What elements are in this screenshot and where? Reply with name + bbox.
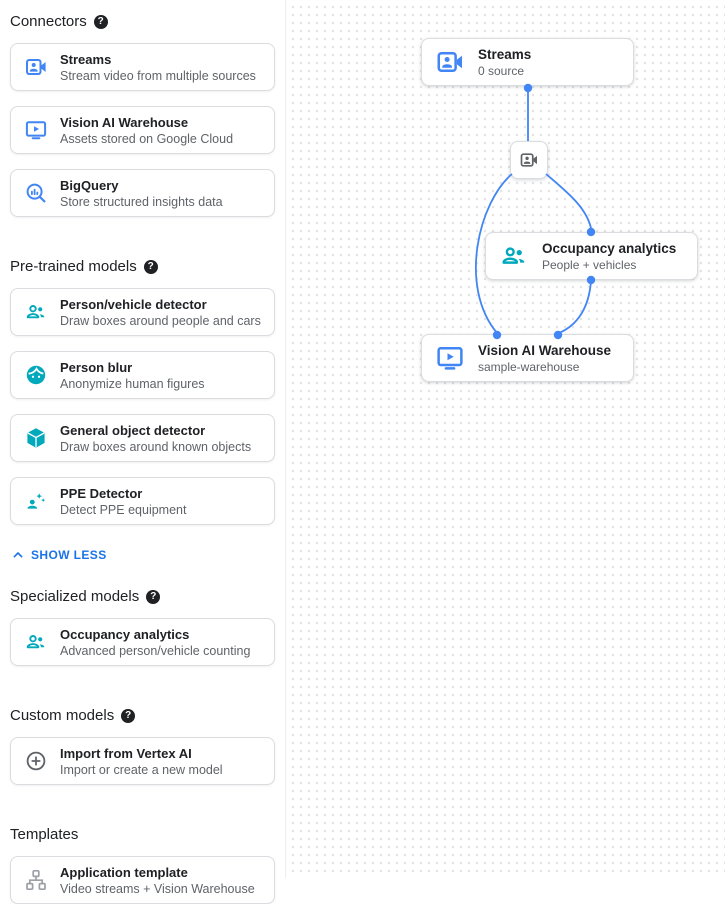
canvas-node-camera-source[interactable] xyxy=(510,141,548,179)
model-card-person-vehicle-detector[interactable]: Person/vehicle detector Draw boxes aroun… xyxy=(10,288,275,336)
show-less-label: SHOW LESS xyxy=(31,548,107,562)
add-circle-icon xyxy=(24,749,48,773)
help-icon[interactable] xyxy=(93,14,108,29)
help-icon[interactable] xyxy=(143,259,158,274)
bigquery-search-icon xyxy=(24,181,48,205)
card-title: Streams xyxy=(60,51,112,67)
component-sidebar: Connectors Streams Stream video from mul… xyxy=(0,0,285,904)
help-icon[interactable] xyxy=(121,708,136,723)
edge-camera-to-occupancy xyxy=(545,173,592,229)
help-icon[interactable] xyxy=(146,589,161,604)
node-subtitle: 0 source xyxy=(478,63,525,78)
pipeline-canvas[interactable]: Streams 0 source Occupancy analytics Peo… xyxy=(285,0,725,878)
model-card-person-blur[interactable]: Person blur Anonymize human figures xyxy=(10,351,275,399)
face-icon xyxy=(24,363,48,387)
card-title: PPE Detector xyxy=(60,485,143,501)
card-desc: Draw boxes around people and cars xyxy=(60,313,261,328)
card-title: Application template xyxy=(60,864,188,880)
canvas-node-vision-ai-warehouse[interactable]: Vision AI Warehouse sample-warehouse xyxy=(421,334,634,382)
card-title: General object detector xyxy=(60,422,206,438)
template-card-application-template[interactable]: Application template Video streams + Vis… xyxy=(10,856,275,904)
card-desc: Detect PPE equipment xyxy=(60,502,187,517)
chevron-up-icon xyxy=(13,552,23,558)
node-title: Streams xyxy=(478,46,532,62)
canvas-node-streams[interactable]: Streams 0 source xyxy=(421,38,634,86)
section-header-pretrained-models: Pre-trained models xyxy=(10,232,275,275)
connector-card-warehouse[interactable]: Vision AI Warehouse Assets stored on Goo… xyxy=(10,106,275,154)
cube-icon xyxy=(24,426,48,450)
model-card-general-object-detector[interactable]: General object detector Draw boxes aroun… xyxy=(10,414,275,462)
section-header-specialized-models: Specialized models xyxy=(10,563,275,605)
smart-display-icon xyxy=(24,118,48,142)
node-title: Occupancy analytics xyxy=(542,240,677,256)
video-camera-icon xyxy=(435,47,465,77)
card-desc: Store structured insights data xyxy=(60,194,223,209)
edge-occupancy-to-warehouse xyxy=(558,280,592,334)
node-subtitle: sample-warehouse xyxy=(478,359,580,374)
section-title: Connectors xyxy=(10,13,87,30)
card-title: Import from Vertex AI xyxy=(60,745,192,761)
connector-card-streams[interactable]: Streams Stream video from multiple sourc… xyxy=(10,43,275,91)
pipeline-edges xyxy=(475,83,596,340)
video-camera-icon xyxy=(24,55,48,79)
card-desc: Video streams + Vision Warehouse xyxy=(60,881,255,896)
app-tree-icon xyxy=(24,868,48,892)
model-card-import-vertex-ai[interactable]: Import from Vertex AI Import or create a… xyxy=(10,737,275,785)
card-title: BigQuery xyxy=(60,177,119,193)
smart-display-icon xyxy=(435,343,465,373)
card-desc: Assets stored on Google Cloud xyxy=(60,131,234,146)
card-desc: Stream video from multiple sources xyxy=(60,68,256,83)
card-desc: Import or create a new model xyxy=(60,762,223,777)
section-title: Specialized models xyxy=(10,588,140,605)
card-desc: Anonymize human figures xyxy=(60,376,205,391)
section-header-templates: Templates xyxy=(10,800,275,843)
node-subtitle: People + vehicles xyxy=(542,257,637,272)
model-card-ppe-detector[interactable]: PPE Detector Detect PPE equipment xyxy=(10,477,275,525)
people-icon xyxy=(24,300,48,324)
card-desc: Advanced person/vehicle counting xyxy=(60,643,251,658)
node-title: Vision AI Warehouse xyxy=(478,342,612,358)
card-title: Person blur xyxy=(60,359,133,375)
section-title: Templates xyxy=(10,826,79,843)
section-title: Custom models xyxy=(10,707,115,724)
people-icon xyxy=(24,630,48,654)
section-header-connectors: Connectors xyxy=(10,0,275,30)
canvas-node-occupancy-analytics[interactable]: Occupancy analytics People + vehicles xyxy=(485,232,698,280)
video-camera-icon xyxy=(520,153,537,167)
card-desc: Draw boxes around known objects xyxy=(60,439,252,454)
section-header-custom-models: Custom models xyxy=(10,681,275,724)
card-title: Occupancy analytics xyxy=(60,626,190,642)
model-card-occupancy-analytics[interactable]: Occupancy analytics Advanced person/vehi… xyxy=(10,618,275,666)
people-icon xyxy=(499,241,529,271)
connector-card-bigquery[interactable]: BigQuery Store structured insights data xyxy=(10,169,275,217)
show-less-toggle[interactable]: SHOW LESS xyxy=(10,547,275,563)
card-title: Vision AI Warehouse xyxy=(60,114,189,130)
person-gear-icon xyxy=(24,489,48,513)
section-title: Pre-trained models xyxy=(10,258,137,275)
card-title: Person/vehicle detector xyxy=(60,296,207,312)
